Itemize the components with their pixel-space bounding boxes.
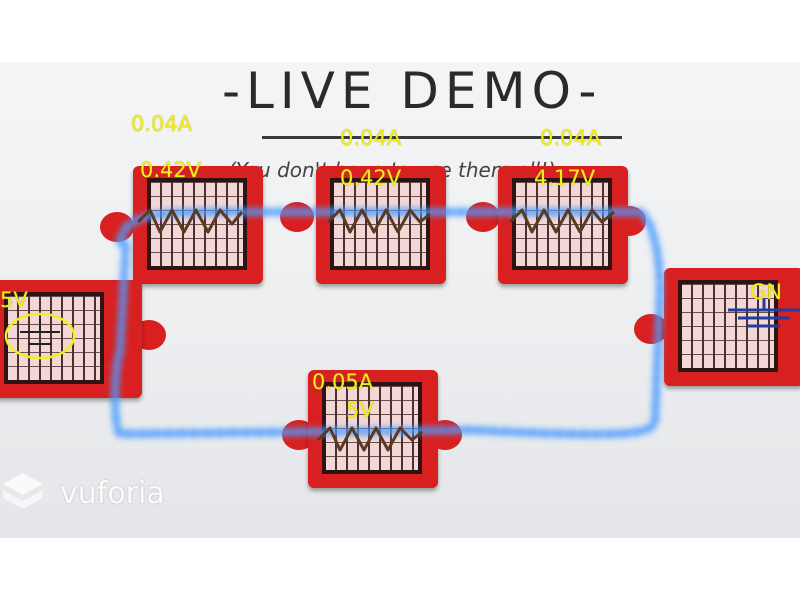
battery-voltage-label: 5V bbox=[0, 288, 28, 312]
bottom-letterbox bbox=[0, 538, 800, 600]
vuforia-wordmark: vuforia bbox=[60, 475, 165, 511]
resistor-symbol bbox=[316, 426, 423, 452]
title-underline bbox=[262, 136, 622, 139]
voltage-label-top-left: 0.42V bbox=[140, 158, 202, 182]
current-label-bottom: 0.05A bbox=[312, 370, 374, 394]
top-letterbox bbox=[0, 0, 800, 62]
vuforia-logo: vuforia bbox=[0, 470, 165, 516]
resistor-symbol bbox=[136, 208, 244, 234]
voltage-label-top-middle: 0.42V bbox=[340, 166, 402, 190]
ground-symbol bbox=[728, 298, 800, 328]
marker-pattern bbox=[4, 292, 104, 384]
camera-view: -LIVE DEMO- (You don't have to use them … bbox=[0, 62, 800, 538]
resistor-symbol bbox=[508, 208, 615, 234]
tile-knob bbox=[466, 202, 500, 232]
puzzle-tile-battery bbox=[0, 280, 142, 398]
current-label-top-right: 0.04A bbox=[540, 126, 602, 150]
current-label-top-middle: 0.04A bbox=[340, 126, 402, 150]
board-title: -LIVE DEMO- bbox=[222, 62, 603, 120]
ground-label: GN bbox=[750, 280, 782, 304]
battery-symbol bbox=[4, 312, 76, 360]
marker-pattern bbox=[512, 178, 612, 270]
tile-knob bbox=[280, 202, 314, 232]
current-label-top-left: 0.04A bbox=[131, 112, 193, 136]
vuforia-icon bbox=[3, 473, 43, 509]
current-flow-wire bbox=[110, 207, 665, 439]
ar-overlay bbox=[4, 207, 800, 452]
tile-knob bbox=[428, 420, 462, 450]
voltage-label-top-right: 4.17V bbox=[534, 166, 596, 190]
resistor-symbol bbox=[326, 208, 431, 234]
marker-pattern bbox=[147, 178, 247, 270]
puzzle-tile-top-right bbox=[498, 166, 628, 284]
puzzle-tile-top-left bbox=[133, 166, 263, 284]
voltage-label-bottom: 5V bbox=[346, 398, 374, 422]
